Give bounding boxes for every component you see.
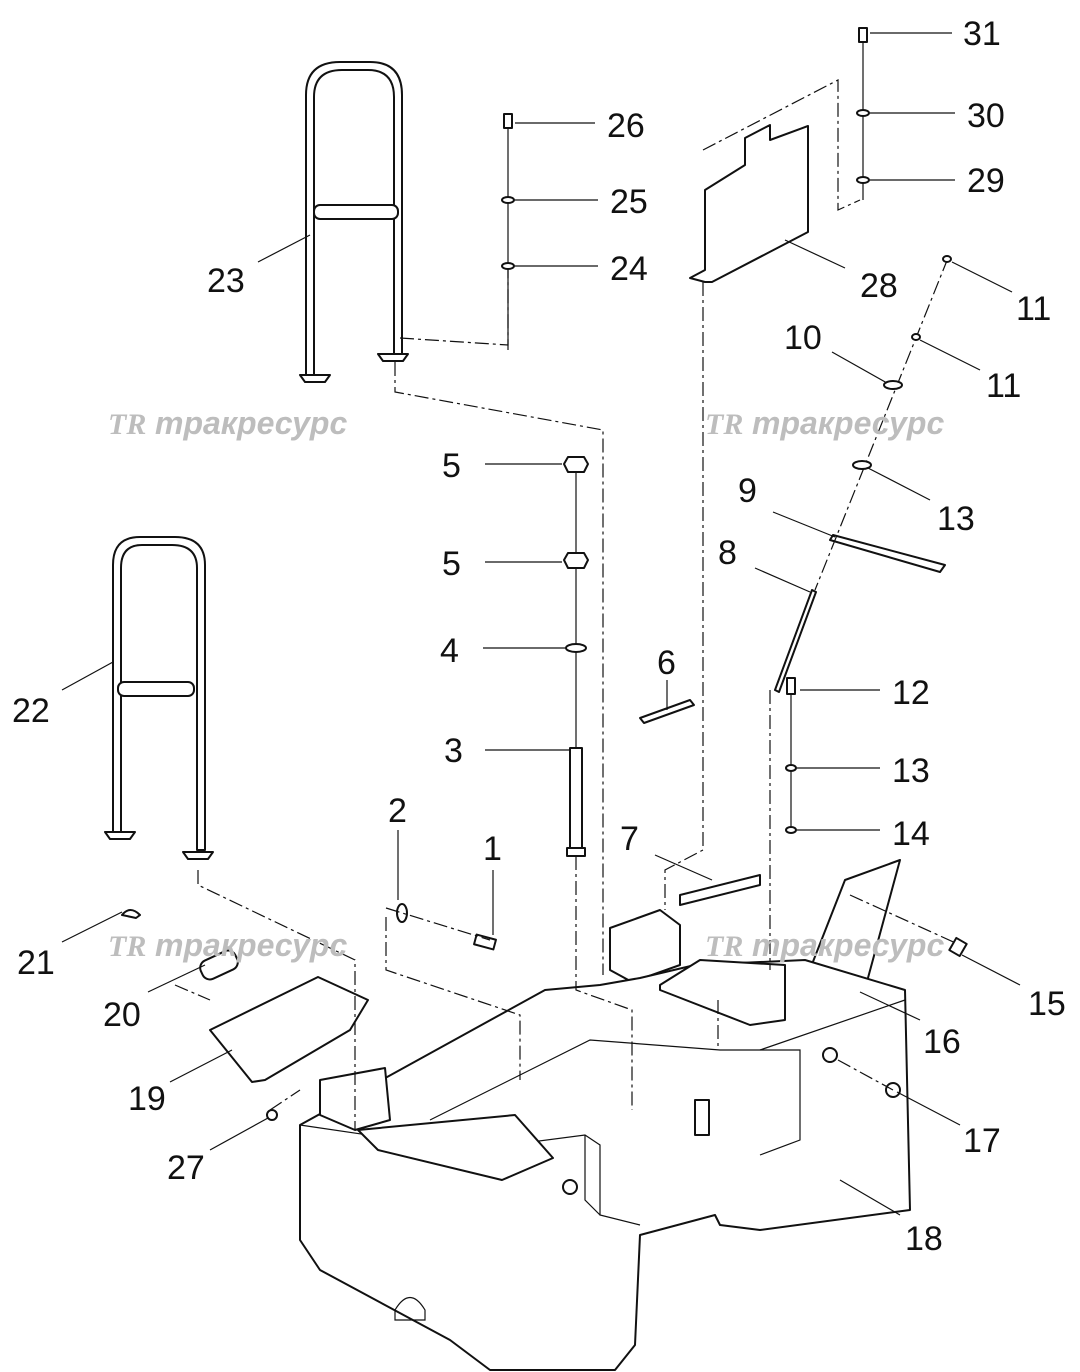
part-label: 1 [483, 830, 502, 868]
watermark-text: тракресурс [752, 405, 944, 441]
part-label: 3 [444, 732, 463, 770]
nut-part [266, 1109, 278, 1121]
part-label: 9 [738, 472, 757, 510]
watermark-text: тракресурс [752, 927, 944, 963]
main-base [299, 959, 911, 1371]
part-label: 29 [967, 162, 1005, 200]
washer-part [396, 903, 408, 923]
part-label: 30 [967, 97, 1005, 135]
pad-part [679, 874, 761, 906]
part-label: 2 [388, 792, 407, 830]
watermark-logo: TR [108, 930, 146, 963]
handrail-upper [299, 61, 409, 383]
rod-assembly [563, 456, 589, 857]
cylinder-part [199, 949, 239, 981]
bolt-stack-left [501, 113, 515, 350]
part-label: 27 [167, 1149, 205, 1187]
part-label: 26 [607, 107, 645, 145]
part-label: 15 [1028, 985, 1066, 1023]
part-label: 5 [442, 545, 461, 583]
lever-assembly [774, 255, 952, 834]
part-label: 20 [103, 996, 141, 1034]
part-label: 11 [986, 367, 1021, 405]
strip-part [639, 699, 695, 724]
assembly-lines [174, 79, 961, 1130]
part-label: 10 [784, 319, 822, 357]
clip-part [121, 909, 141, 919]
bolt-part [473, 933, 497, 951]
part-label: 5 [442, 447, 461, 485]
tool-box [209, 976, 369, 1083]
pin-part [948, 936, 968, 958]
part-label: 6 [657, 644, 676, 682]
part-label: 4 [440, 632, 459, 670]
part-label: 13 [937, 500, 975, 538]
part-label: 22 [12, 692, 50, 730]
part-label: 24 [610, 250, 648, 288]
watermark-logo: TR [705, 930, 743, 963]
watermark-logo: TR [705, 408, 743, 441]
watermark-text: тракресурс [155, 405, 347, 441]
part-label: 17 [963, 1122, 1001, 1160]
part-labels: 31 30 29 26 25 24 23 28 11 10 11 5 9 13 … [12, 15, 1066, 1258]
part-label: 13 [892, 752, 930, 790]
cover-plate [689, 124, 809, 283]
leader-lines [61, 32, 1021, 1216]
part-label: 23 [207, 262, 245, 300]
part-label: 11 [1016, 290, 1051, 328]
part-label: 18 [905, 1220, 943, 1258]
part-label: 21 [17, 944, 55, 982]
part-label: 31 [963, 15, 1001, 53]
watermark: TR тракресурс TR тракресурс TR тракресур… [108, 405, 944, 963]
part-label: 8 [718, 534, 737, 572]
part-label: 16 [923, 1023, 961, 1061]
part-label: 7 [620, 820, 639, 858]
part-label: 25 [610, 183, 648, 221]
part-label: 14 [892, 815, 930, 853]
watermark-text: тракресурс [155, 927, 347, 963]
part-label: 12 [892, 674, 930, 712]
battery-box [609, 909, 681, 983]
bolt-stack-right [856, 27, 870, 200]
watermark-logo: TR [108, 408, 146, 441]
part-label: 28 [860, 267, 898, 305]
part-label: 19 [128, 1080, 166, 1118]
handrail-lower [104, 536, 214, 860]
